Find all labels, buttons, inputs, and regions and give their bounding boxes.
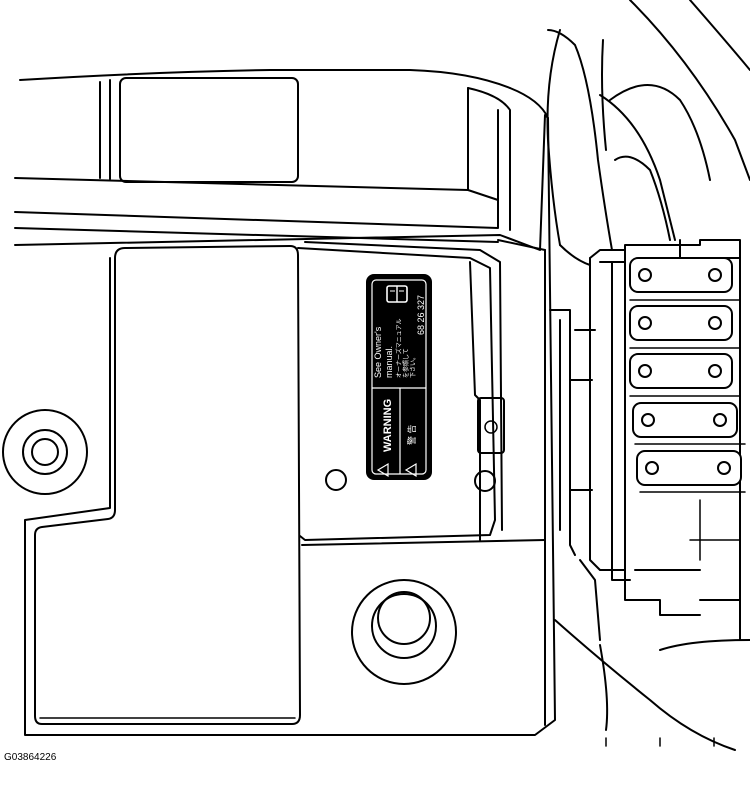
left-mount-core xyxy=(31,438,59,466)
left-panel xyxy=(34,245,301,725)
fuse-link-1 xyxy=(629,257,733,293)
lower-right-outlines xyxy=(554,619,750,751)
warning-triangle-icon xyxy=(376,462,417,478)
panel-screw-right xyxy=(474,470,496,492)
fuse-link-3 xyxy=(629,353,733,389)
label-jp-line-1: オーナーズマニュアル xyxy=(395,318,403,378)
label-part-number: 68 26 327 xyxy=(416,295,426,335)
vent-hole xyxy=(484,420,498,434)
left-mount-outer xyxy=(2,409,88,495)
fuse-block xyxy=(549,239,746,641)
figure-id-label: G03864226 xyxy=(4,752,57,763)
panel-screw-left xyxy=(325,469,347,491)
left-mount-inner xyxy=(22,429,68,475)
terminal-post-outer xyxy=(351,579,457,685)
label-warning-heading: WARNING xyxy=(382,399,394,452)
fuse-link-2 xyxy=(629,305,733,341)
label-panel xyxy=(297,241,546,546)
warning-label: See Owner's manual. オーナーズマニュアル を参照して 下さい… xyxy=(366,274,432,480)
label-line-2: manual. xyxy=(384,346,394,378)
warning-label-plate xyxy=(366,274,432,480)
top-cover xyxy=(14,77,511,243)
terminal-post-cap xyxy=(377,591,431,645)
label-line-1: See Owner's xyxy=(373,326,383,378)
fuse-link-4 xyxy=(632,402,738,438)
label-jp-line-2: を参照して xyxy=(402,348,410,378)
vent-tab xyxy=(477,397,505,454)
fuse-link-5 xyxy=(636,450,742,486)
label-jp-line-3: 下さい。 xyxy=(410,354,417,378)
book-icon xyxy=(386,285,408,303)
mounting-points xyxy=(2,397,505,685)
label-kanji: 警 告 xyxy=(406,424,417,445)
battery-body xyxy=(14,114,556,736)
terminal-post-ring xyxy=(371,593,437,659)
